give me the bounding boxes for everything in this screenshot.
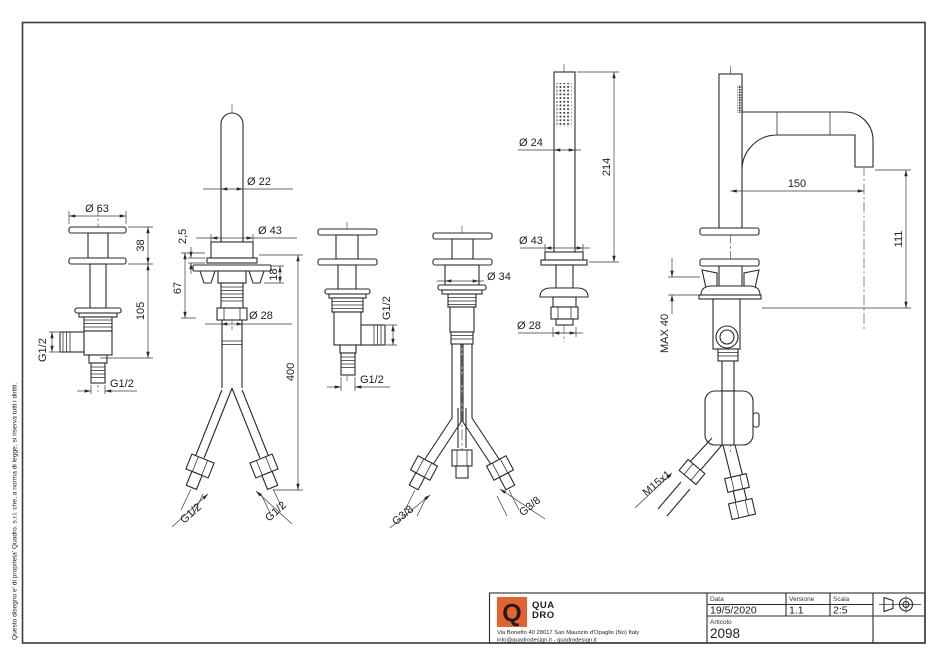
dim-38: 38 <box>135 239 147 251</box>
data-value: 19/5/2020 <box>710 605 757 617</box>
projection-symbol-icon <box>879 595 921 614</box>
view-valve-right: G1/2 G1/2 <box>317 222 397 391</box>
view-spout: 150 111 MAX 40 M15x <box>634 66 911 521</box>
dim-g12-side: G1/2 <box>37 338 49 362</box>
title-block: Q QUA DRO Via Bonetto 40 28017 San Mauri… <box>488 592 926 644</box>
logo-mark <box>497 597 527 627</box>
versione-label: Versione <box>789 596 815 603</box>
dim-400: 400 <box>285 363 297 381</box>
logo-letter: Q <box>502 600 521 628</box>
data-label: Data <box>710 596 724 603</box>
view-handshower: Ø 24 214 Ø 43 Ø 28 <box>517 64 619 342</box>
dim-214: 214 <box>601 158 613 176</box>
articolo-value: 2098 <box>710 626 740 641</box>
dim-d24: Ø 24 <box>519 137 543 149</box>
dim-2-5: 2,5 <box>177 229 189 244</box>
dim-d43: Ø 43 <box>519 235 543 247</box>
dim-150: 150 <box>788 178 806 190</box>
logo-word-bottom: DRO <box>532 610 555 621</box>
dim-d22: Ø 22 <box>247 176 271 188</box>
scala-label: Scala <box>833 596 850 603</box>
view-valve-g38: Ø 34 G3/8 G3/8 <box>389 226 546 529</box>
address-line-1: Via Bonetto 40 28017 San Maurizio d'Opag… <box>497 630 639 636</box>
scala-value: 2:5 <box>833 605 848 617</box>
dim-d43: Ø 43 <box>258 225 282 237</box>
address-line-2: info@quadrodesign.it - quadrodesign.it <box>497 638 597 644</box>
copyright-note: Questo disegno e' di proprieta' Quadro. … <box>12 383 19 640</box>
view-column-hoses: Ø 22 Ø 43 2,5 18 67 Ø 28 <box>171 104 303 528</box>
dim-g12-bottom: G1/2 <box>110 378 134 390</box>
dim-g12-bottom: G1/2 <box>360 374 384 386</box>
dim-67: 67 <box>172 282 184 294</box>
dim-max40: MAX 40 <box>659 314 671 353</box>
dim-18: 18 <box>268 268 280 280</box>
logo-word-top: QUA <box>532 600 555 611</box>
versione-value: 1.1 <box>789 605 804 617</box>
dim-d28: Ø 28 <box>517 320 541 332</box>
view-valve-left: Ø 63 38 105 G1/2 G1/2 <box>37 203 153 394</box>
dim-111: 111 <box>893 231 905 248</box>
dim-g12-side: G1/2 <box>381 296 393 320</box>
articolo-label: Articolo <box>710 619 732 626</box>
spray-face <box>556 83 572 127</box>
dim-d63: Ø 63 <box>85 203 109 215</box>
dim-105: 105 <box>135 302 147 320</box>
dim-d28: Ø 28 <box>249 310 273 322</box>
dim-d34: Ø 34 <box>487 271 511 283</box>
